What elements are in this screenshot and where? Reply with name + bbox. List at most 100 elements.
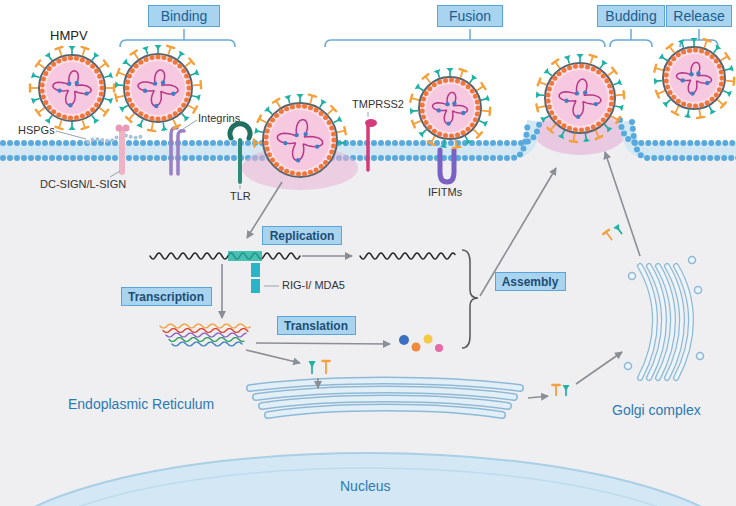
fusion-protein-stalk <box>537 106 545 108</box>
viral-core <box>552 70 608 126</box>
matrix-protein <box>687 103 692 108</box>
nucleoprotein <box>689 72 693 76</box>
matrix-protein <box>461 81 466 86</box>
fusion-protein-stalk <box>134 52 139 59</box>
leader-line <box>183 120 197 129</box>
glycoprotein-head <box>483 121 488 127</box>
glycoprotein-head <box>94 118 100 124</box>
matrix-protein <box>167 57 172 62</box>
matrix-protein <box>664 73 669 78</box>
matrix-protein <box>557 71 562 76</box>
fusion-protein-head <box>29 84 31 91</box>
viral-envelope <box>419 77 481 139</box>
matrix-protein <box>134 107 139 112</box>
glycoprotein-head <box>45 118 51 124</box>
fusion-protein-stalk <box>675 106 679 113</box>
matrix-protein <box>138 60 143 65</box>
fusion-protein-head <box>536 104 538 111</box>
matrix-protein <box>144 114 149 119</box>
fusion-protein-stalk <box>413 121 420 124</box>
matrix-protein <box>591 125 596 130</box>
glycoprotein-head <box>69 126 76 130</box>
nucleoprotein <box>583 90 587 94</box>
transported-proteins <box>552 385 569 396</box>
matrix-protein <box>329 126 334 131</box>
matrix-protein <box>184 97 189 102</box>
matrix-protein <box>455 79 460 84</box>
tlr-ectodomain <box>230 124 250 138</box>
matrix-protein <box>573 64 578 69</box>
matrix-protein <box>676 99 681 104</box>
fusion-protein-head <box>460 69 467 71</box>
hmpv-particle <box>115 45 201 131</box>
nucleoprotein <box>67 82 71 86</box>
nucleoprotein <box>154 104 158 108</box>
matrix-protein <box>668 90 673 95</box>
matrix-protein <box>475 112 480 117</box>
matrix-protein <box>331 131 336 136</box>
glycoprotein-head <box>155 45 162 49</box>
golgi-vesicle <box>625 363 632 370</box>
glycoprotein-head <box>684 113 691 118</box>
matrix-protein <box>437 132 442 137</box>
dc-sign-domain <box>116 125 123 132</box>
matrix-protein <box>665 84 670 89</box>
nucleoprotein <box>143 89 147 93</box>
matrix-protein <box>68 56 73 61</box>
matrix-protein <box>476 106 481 111</box>
glycoprotein-head <box>583 137 590 142</box>
membrane-heads <box>632 122 736 158</box>
fusion-protein-stalk <box>328 109 334 114</box>
matrix-protein <box>41 95 46 100</box>
matrix-protein <box>421 114 426 119</box>
stage-box: Budding <box>597 5 665 27</box>
matrix-protein <box>162 55 167 60</box>
matrix-protein <box>173 60 178 65</box>
matrix-protein <box>579 128 584 133</box>
genome-highlight <box>228 251 262 261</box>
fusion-protein-head <box>309 95 316 97</box>
glycoprotein-head <box>284 95 291 100</box>
matrix-protein <box>473 117 478 122</box>
tlr-receptor <box>238 140 242 182</box>
glycoprotein-head <box>543 68 549 74</box>
matrix-protein <box>296 172 301 177</box>
matrix-protein <box>138 111 143 116</box>
viral-rna <box>433 92 468 123</box>
glycoprotein-head <box>142 46 149 51</box>
matrix-protein <box>181 68 186 73</box>
replicated-genome <box>360 253 455 259</box>
fusion-protein-head <box>726 53 730 59</box>
fusion-protein-stalk <box>704 40 707 48</box>
glycoprotein-head <box>309 361 316 368</box>
fusion-protein-head <box>126 117 131 122</box>
golgi-cisterna <box>676 266 691 378</box>
matrix-protein <box>466 127 471 132</box>
matrix-protein <box>329 149 334 154</box>
matrix-protein <box>290 104 295 109</box>
receptor-label: TMPRSS2 <box>352 98 404 110</box>
fusion-protein-stalk <box>606 232 612 240</box>
matrix-protein <box>609 102 614 107</box>
fusion-protein-head <box>477 132 482 137</box>
glycoprotein-head <box>617 79 622 86</box>
matrix-protein <box>162 116 167 121</box>
nucleoprotein <box>161 81 165 85</box>
receptor-label: IFITMs <box>428 186 462 198</box>
glycoprotein-head <box>342 140 347 147</box>
matrix-protein <box>710 54 715 59</box>
organelle-label: Golgi complex <box>612 402 701 418</box>
glycoprotein-head <box>485 95 490 102</box>
glycoprotein-head <box>69 46 76 50</box>
matrix-protein <box>99 92 104 97</box>
fusion-protein-stalk <box>555 62 560 69</box>
glycoprotein-head <box>179 51 185 57</box>
glycoprotein-head <box>558 134 564 140</box>
fusion-protein-stalk <box>325 361 327 374</box>
stage-bracket <box>120 29 235 47</box>
matrix-protein <box>714 59 719 64</box>
fusion-protein-head <box>36 110 40 116</box>
rig-i-symbol <box>251 263 260 277</box>
matrix-protein <box>323 115 328 120</box>
nucleoprotein <box>68 103 72 107</box>
